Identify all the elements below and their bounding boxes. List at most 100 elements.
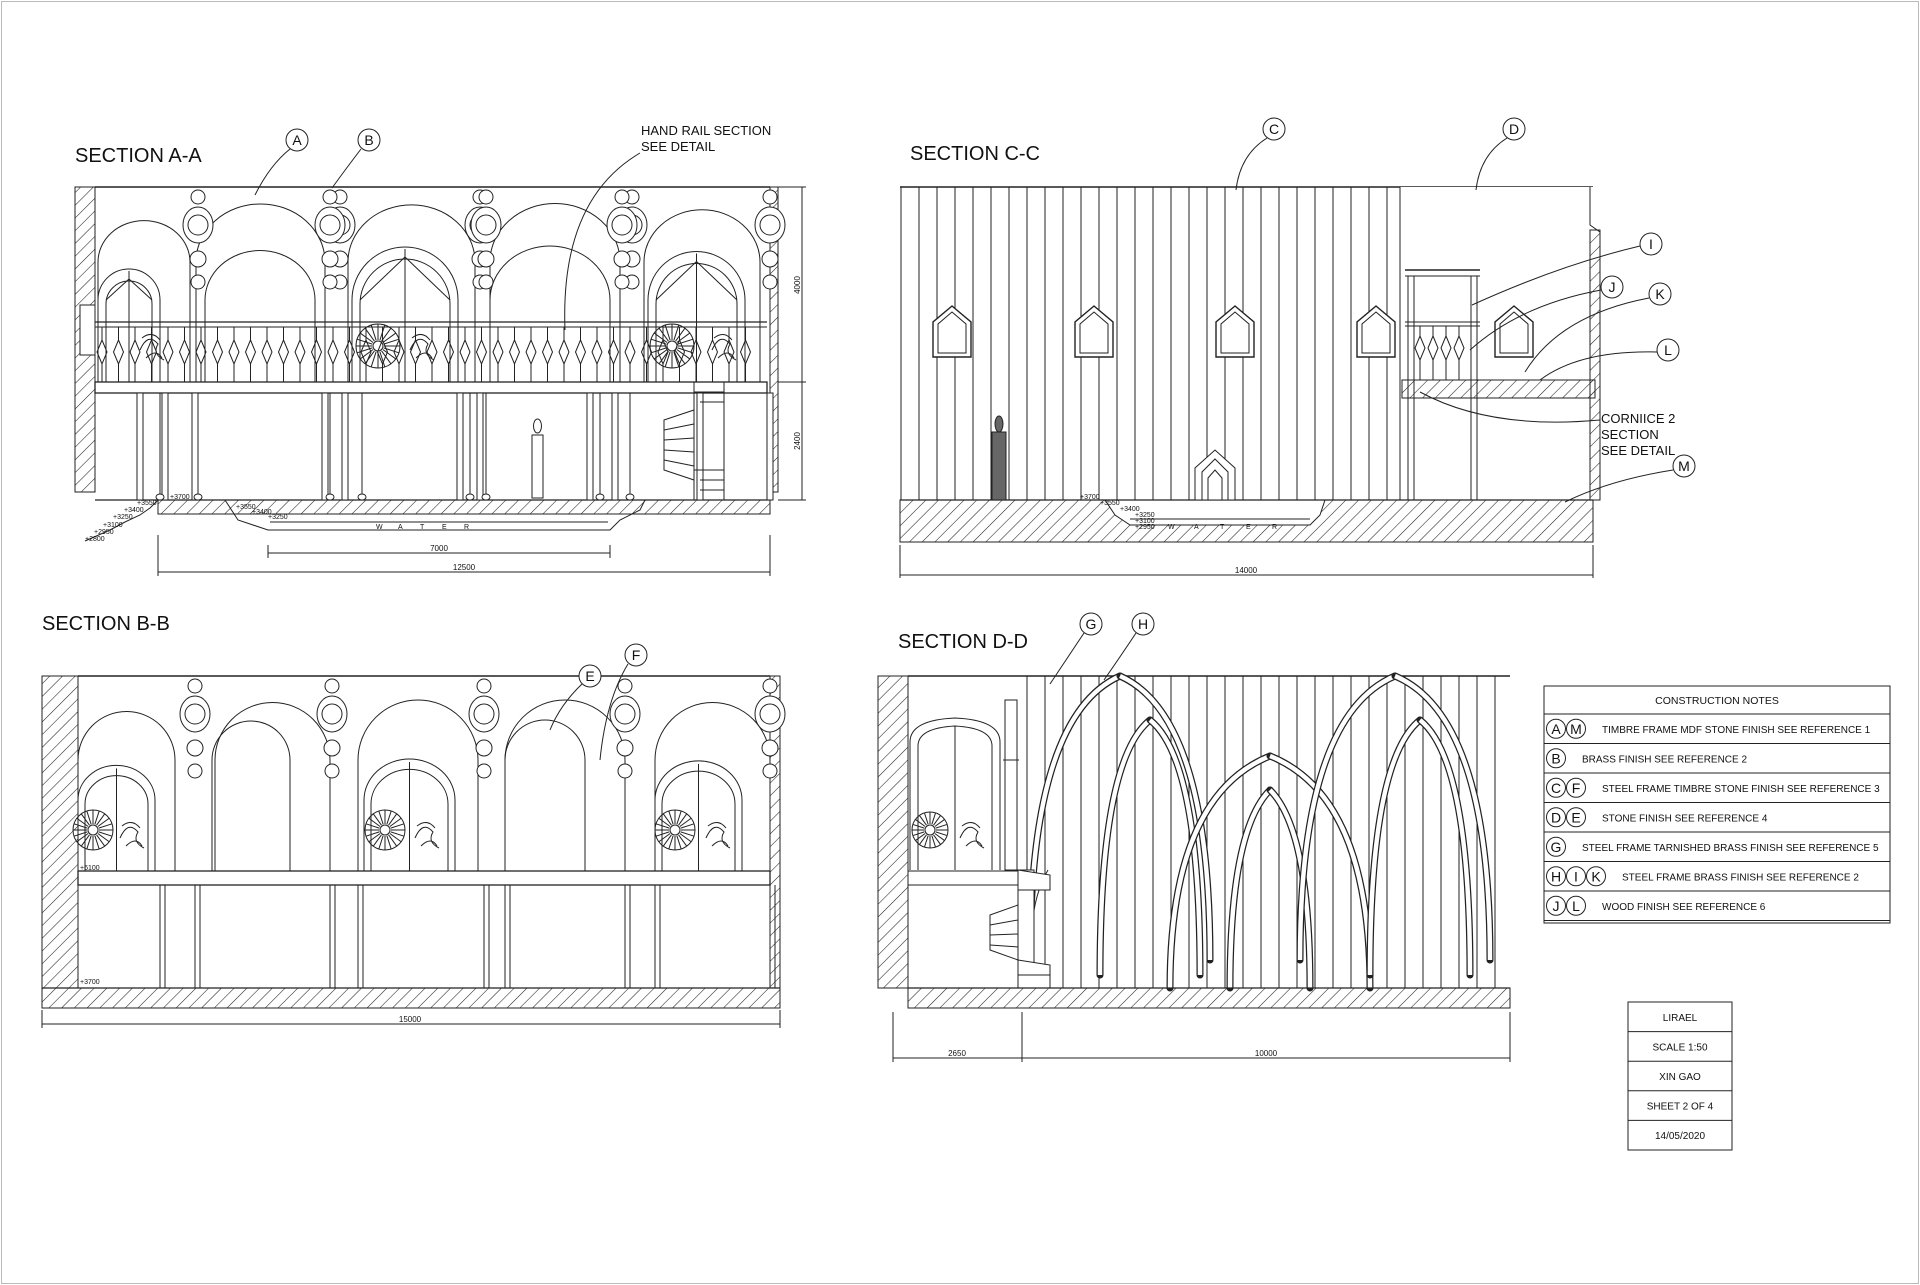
ornament-bead bbox=[189, 250, 207, 268]
ornament-bead bbox=[187, 678, 203, 694]
cc-right-wall bbox=[1589, 229, 1601, 501]
sunburst-ray bbox=[379, 351, 386, 368]
ornament-bead bbox=[762, 274, 778, 290]
cc-baluster bbox=[1453, 326, 1465, 380]
notes-heading: CONSTRUCTION NOTES bbox=[1655, 695, 1779, 707]
aa-water-letter: T bbox=[420, 524, 425, 531]
notes-text: WOOD FINISH SEE REFERENCE 6 bbox=[1602, 902, 1766, 913]
aa-baluster bbox=[228, 327, 240, 382]
ornament-bead bbox=[762, 763, 778, 779]
aa-level-2: +3550 bbox=[137, 500, 157, 507]
aa-column bbox=[341, 392, 349, 501]
aa-baluster bbox=[409, 327, 422, 382]
cc-tag-k: K bbox=[1655, 286, 1665, 302]
sunburst-ray bbox=[919, 834, 927, 845]
notes-tag: D bbox=[1551, 809, 1561, 825]
cc-tag-m: M bbox=[1678, 458, 1690, 474]
sunburst-ray bbox=[915, 819, 926, 827]
sunburst-ray bbox=[378, 810, 384, 825]
aa-right-wall bbox=[769, 186, 779, 493]
aa-outer-arch bbox=[195, 203, 326, 382]
sunburst-ray bbox=[655, 823, 670, 829]
sunburst-ray bbox=[372, 813, 382, 826]
cc-tag-l: L bbox=[1664, 342, 1672, 358]
ornament-bulb bbox=[314, 206, 346, 244]
notes-tag-circle bbox=[1546, 866, 1566, 887]
cc-water-letter: W bbox=[1168, 524, 1175, 531]
notes-tag-circle bbox=[1566, 895, 1586, 916]
cc-water-letter: E bbox=[1246, 524, 1251, 531]
cc-tag-d-circle bbox=[1502, 117, 1526, 141]
cc-tag-c: C bbox=[1269, 121, 1279, 137]
aa-dim-4000: 4000 bbox=[793, 276, 802, 294]
ornament-bulb bbox=[316, 695, 348, 733]
aa-level-9: +3400 bbox=[252, 509, 272, 516]
bb-balcony-slab bbox=[77, 870, 771, 886]
cc-pointed-window-inner bbox=[1499, 311, 1529, 354]
dd-dim-2650: 2650 bbox=[948, 1049, 966, 1058]
sunburst-ray bbox=[923, 812, 929, 825]
sunburst-center bbox=[379, 824, 391, 836]
notes-tag: B bbox=[1551, 750, 1560, 766]
aa-wall-box bbox=[79, 304, 96, 356]
ornament-bead bbox=[324, 678, 340, 694]
ornament-bead bbox=[324, 763, 340, 779]
ornament-ring bbox=[321, 703, 343, 725]
sunburst-ray bbox=[388, 813, 398, 826]
aa-outer-arch bbox=[97, 220, 191, 382]
ornament-ring bbox=[759, 214, 781, 236]
cc-water-letter: R bbox=[1272, 524, 1277, 531]
sunburst-ray bbox=[662, 834, 672, 847]
aa-baluster bbox=[129, 327, 141, 382]
aa-baluster bbox=[376, 327, 389, 382]
cc-water-letter: T bbox=[1220, 524, 1225, 531]
bb-tag-f-circle bbox=[624, 643, 648, 667]
aa-baluster bbox=[508, 327, 521, 382]
dd-tag-g-circle bbox=[1079, 612, 1103, 636]
aa-baluster bbox=[310, 327, 323, 382]
aa-inner-arch bbox=[489, 245, 611, 382]
aa-baluster bbox=[591, 327, 603, 382]
aa-inner-arch bbox=[204, 250, 316, 382]
sunburst-ray bbox=[653, 332, 668, 343]
ornament-bulb bbox=[470, 206, 502, 244]
aa-column bbox=[766, 392, 774, 501]
notes-tag-circle bbox=[1566, 777, 1586, 798]
ornament-bead bbox=[321, 250, 339, 268]
dd-dim-10000: 10000 bbox=[1255, 1049, 1278, 1058]
aa-column bbox=[476, 392, 484, 501]
cc-note-line-3: SEE DETAIL bbox=[1601, 443, 1675, 458]
sunburst-ray bbox=[933, 815, 941, 826]
aa-level-6: +2950 bbox=[94, 529, 114, 536]
dd-gothic-rib-inner bbox=[1119, 673, 1213, 961]
cc-pointed-window bbox=[932, 305, 972, 358]
aa-baluster bbox=[294, 327, 306, 382]
aa-column bbox=[161, 392, 169, 501]
dd-gothic-rib-inner bbox=[1097, 718, 1152, 976]
aa-balustrade bbox=[95, 321, 767, 382]
cc-tag-d: D bbox=[1509, 121, 1519, 137]
cc-balustrade bbox=[1405, 321, 1480, 380]
cc-cornice bbox=[1401, 379, 1596, 399]
cc-pointed-window-inner bbox=[1079, 311, 1109, 354]
sunburst-ray bbox=[912, 823, 925, 829]
aa-baluster bbox=[393, 327, 405, 382]
sunburst-ray bbox=[76, 833, 89, 843]
sunburst-ray bbox=[98, 823, 113, 829]
aa-baluster bbox=[327, 327, 339, 382]
sunburst-ray bbox=[73, 823, 88, 829]
ornament-ring bbox=[184, 703, 206, 725]
aa-column bbox=[136, 392, 144, 501]
aa-tag-b: B bbox=[364, 132, 373, 148]
aa-baluster bbox=[657, 327, 669, 382]
sunburst-ray bbox=[73, 831, 88, 837]
sunburst-ray bbox=[679, 833, 692, 843]
sunburst-ray bbox=[382, 349, 397, 360]
bb-outer-arch bbox=[214, 702, 331, 871]
notes-tag-circle bbox=[1586, 866, 1606, 887]
aa-baluster bbox=[360, 327, 372, 382]
aa-tag-a-circle bbox=[285, 128, 309, 152]
